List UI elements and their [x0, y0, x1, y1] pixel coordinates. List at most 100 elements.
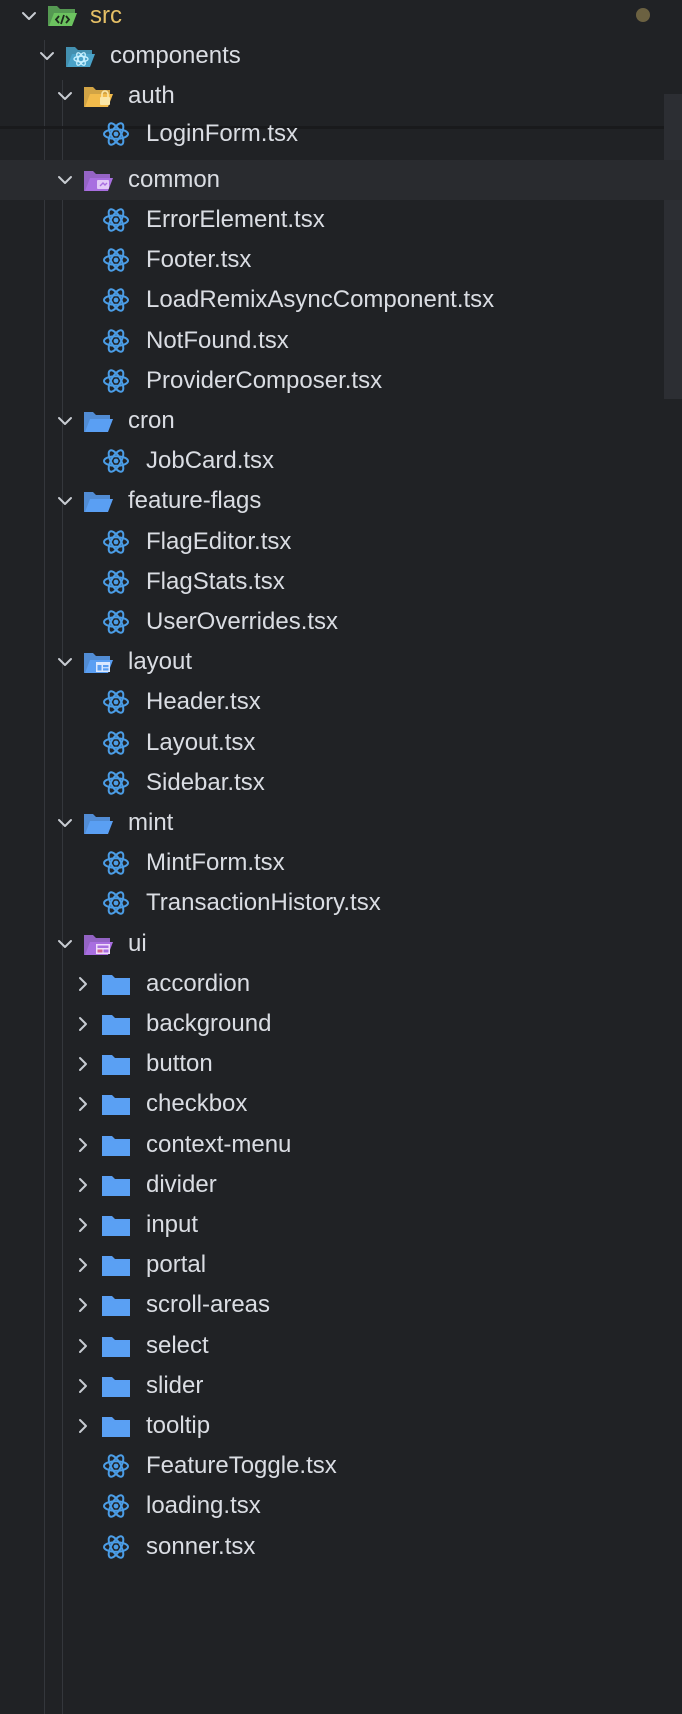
tree-row-header[interactable]: Header.tsx [0, 682, 682, 722]
tree-row-label: FlagStats.tsx [146, 568, 285, 595]
tree-row-input[interactable]: input [0, 1205, 682, 1245]
tree-row-label: ErrorElement.tsx [146, 206, 325, 233]
tree-row-slider[interactable]: slider [0, 1366, 682, 1406]
sticky-scroll-separator [0, 126, 664, 129]
tree-row-label: input [146, 1211, 199, 1238]
tree-indent-spacer [72, 1455, 94, 1477]
tree-row-select[interactable]: select [0, 1326, 682, 1366]
react-file-icon [100, 1532, 132, 1562]
tree-row-loadremixasynccomponent[interactable]: LoadRemixAsyncComponent.tsx [0, 280, 682, 320]
tree-row-flageditor[interactable]: FlagEditor.tsx [0, 522, 682, 562]
tree-row-button[interactable]: button [0, 1044, 682, 1084]
chevron-down-icon[interactable] [54, 410, 76, 432]
tree-row-flagstats[interactable]: FlagStats.tsx [0, 562, 682, 602]
tree-row-background[interactable]: background [0, 1004, 682, 1044]
chevron-down-icon[interactable] [54, 169, 76, 191]
tree-row-layout[interactable]: layout [0, 642, 682, 682]
tree-row-label: Header.tsx [146, 688, 261, 715]
tree-row-label: LoginForm.tsx [146, 120, 299, 147]
tree-row-accordion[interactable]: accordion [0, 964, 682, 1004]
tree-row-featuretoggle[interactable]: FeatureToggle.tsx [0, 1446, 682, 1486]
tree-row-loading[interactable]: loading.tsx [0, 1486, 682, 1526]
tree-row-providercomposer[interactable]: ProviderComposer.tsx [0, 361, 682, 401]
chevron-right-icon[interactable] [72, 1214, 94, 1236]
react-file-icon [100, 527, 132, 557]
react-file-icon [100, 848, 132, 878]
tree-row-scroll-areas[interactable]: scroll-areas [0, 1285, 682, 1325]
chevron-down-icon[interactable] [54, 651, 76, 673]
chevron-down-icon[interactable] [54, 490, 76, 512]
tree-row-label: loading.tsx [146, 1492, 261, 1519]
chevron-down-icon[interactable] [18, 5, 40, 27]
tree-row-label: UserOverrides.tsx [146, 608, 339, 635]
tree-row-common[interactable]: common [0, 160, 682, 200]
tree-indent-spacer [72, 531, 94, 553]
chevron-down-icon[interactable] [54, 85, 76, 107]
tree-row-sidebar[interactable]: Sidebar.tsx [0, 763, 682, 803]
chevron-right-icon[interactable] [72, 1294, 94, 1316]
tree-indent-spacer [72, 330, 94, 352]
chevron-down-icon[interactable] [54, 933, 76, 955]
tree-row-auth[interactable]: auth [0, 76, 682, 116]
react-file-icon [100, 205, 132, 235]
chevron-down-icon[interactable] [36, 45, 58, 67]
tree-row-label: FeatureToggle.tsx [146, 1452, 337, 1479]
tree-row-checkbox[interactable]: checkbox [0, 1084, 682, 1124]
tree-row-feature-flags[interactable]: feature-flags [0, 481, 682, 521]
react-file-icon [100, 888, 132, 918]
chevron-right-icon[interactable] [72, 1013, 94, 1035]
tree-row-jobcard[interactable]: JobCard.tsx [0, 441, 682, 481]
chevron-right-icon[interactable] [72, 1174, 94, 1196]
tree-row-divider[interactable]: divider [0, 1165, 682, 1205]
tree-indent-spacer [72, 123, 94, 145]
tree-indent-spacer [72, 611, 94, 633]
tree-indent-spacer [72, 370, 94, 392]
tree-row-layout-file[interactable]: Layout.tsx [0, 723, 682, 763]
tree-row-label: FlagEditor.tsx [146, 528, 292, 555]
tree-row-label: LoadRemixAsyncComponent.tsx [146, 286, 495, 313]
tree-row-label: tooltip [146, 1412, 211, 1439]
tree-row-mintform[interactable]: MintForm.tsx [0, 843, 682, 883]
chevron-right-icon[interactable] [72, 973, 94, 995]
tree-row-ui[interactable]: ui [0, 924, 682, 964]
chevron-right-icon[interactable] [72, 1335, 94, 1357]
tree-row-sonner[interactable]: sonner.tsx [0, 1527, 682, 1567]
tree-row-useroverrides[interactable]: UserOverrides.tsx [0, 602, 682, 642]
folder-icon [100, 1411, 132, 1441]
tree-row-src[interactable]: src [0, 0, 682, 36]
tree-indent-spacer [72, 892, 94, 914]
tree-row-portal[interactable]: portal [0, 1245, 682, 1285]
modified-indicator [636, 8, 650, 22]
tree-row-tooltip[interactable]: tooltip [0, 1406, 682, 1446]
tree-indent-spacer [72, 1536, 94, 1558]
react-file-icon [100, 728, 132, 758]
tree-row-loginform[interactable]: LoginForm.tsx [0, 118, 682, 150]
tree-row-footer[interactable]: Footer.tsx [0, 240, 682, 280]
react-file-icon [100, 245, 132, 275]
tree-row-errorelement[interactable]: ErrorElement.tsx [0, 200, 682, 240]
tree-row-label: button [146, 1050, 213, 1077]
tree-row-cron[interactable]: cron [0, 401, 682, 441]
tree-row-label: cron [128, 407, 175, 434]
tree-row-mint[interactable]: mint [0, 803, 682, 843]
tree-row-label: feature-flags [128, 487, 262, 514]
tree-indent-spacer [72, 1495, 94, 1517]
tree-row-context-menu[interactable]: context-menu [0, 1125, 682, 1165]
folder-icon [100, 1331, 132, 1361]
tree-row-label: Footer.tsx [146, 246, 252, 273]
tree-row-transactionhistory[interactable]: TransactionHistory.tsx [0, 883, 682, 923]
tree-row-notfound[interactable]: NotFound.tsx [0, 321, 682, 361]
chevron-right-icon[interactable] [72, 1254, 94, 1276]
tree-row-label: Layout.tsx [146, 729, 256, 756]
react-file-icon [100, 768, 132, 798]
tree-row-label: ProviderComposer.tsx [146, 367, 383, 394]
tree-row-label: background [146, 1010, 272, 1037]
chevron-right-icon[interactable] [72, 1415, 94, 1437]
chevron-right-icon[interactable] [72, 1134, 94, 1156]
chevron-down-icon[interactable] [54, 812, 76, 834]
chevron-right-icon[interactable] [72, 1053, 94, 1075]
chevron-right-icon[interactable] [72, 1375, 94, 1397]
tree-row-components[interactable]: components [0, 36, 682, 76]
chevron-right-icon[interactable] [72, 1093, 94, 1115]
